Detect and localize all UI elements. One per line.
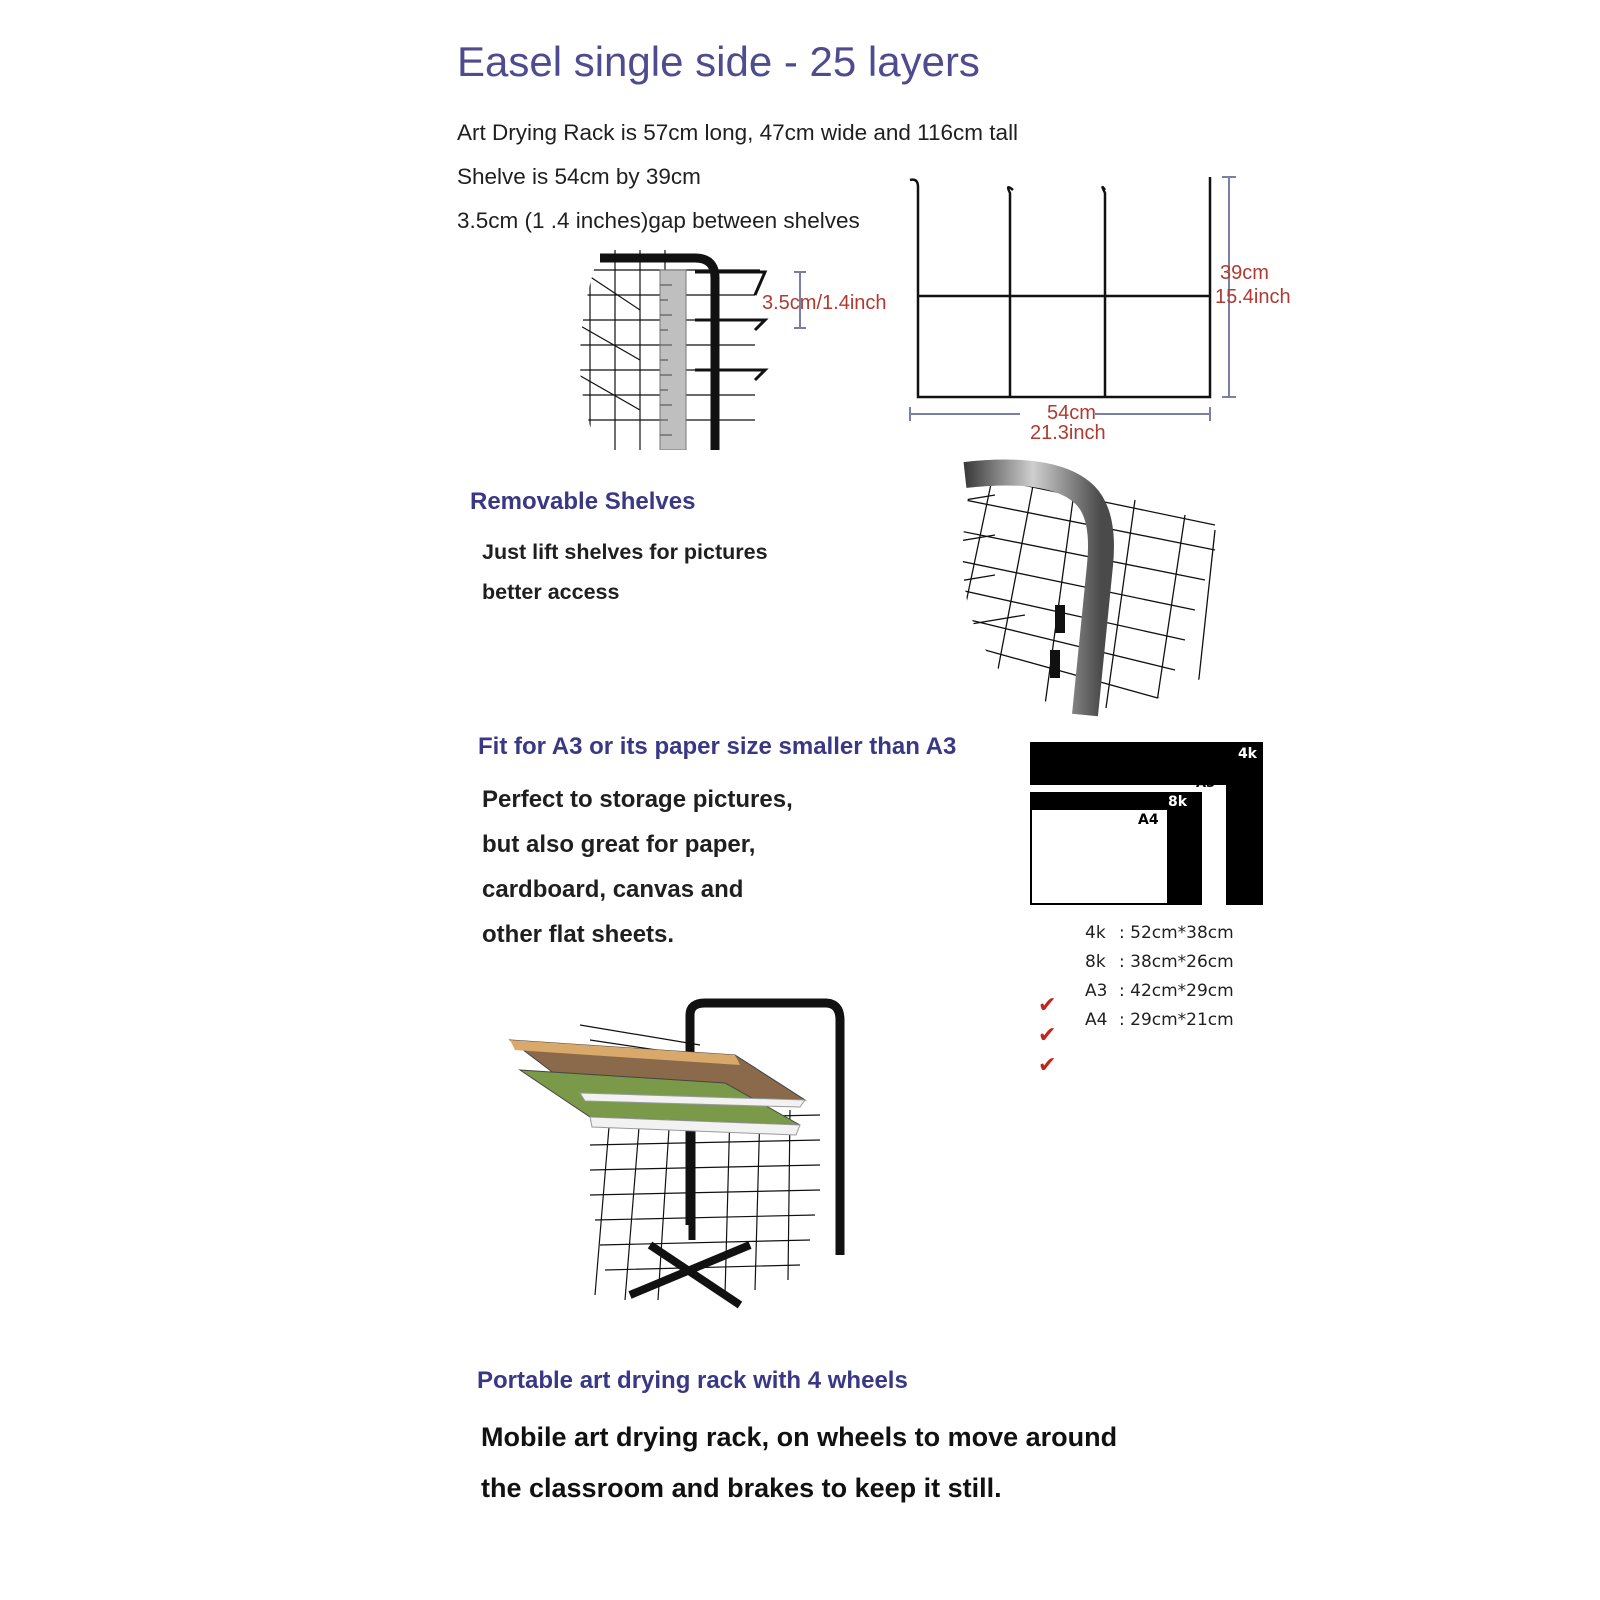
check-icon: ✔ bbox=[1038, 1052, 1057, 1077]
portable-line-1: Mobile art drying rack, on wheels to mov… bbox=[481, 1422, 1118, 1452]
size-row-a4: A4 : 29cm*21cm bbox=[1085, 1010, 1234, 1030]
size-dims: : 38cm*26cm bbox=[1119, 952, 1234, 972]
size-dims: : 42cm*29cm bbox=[1119, 981, 1234, 1001]
gap-label: 3.5cm/1.4inch bbox=[762, 292, 887, 314]
rack-closeup-photo bbox=[580, 250, 769, 450]
size-dims: : 29cm*21cm bbox=[1119, 1010, 1234, 1030]
gap-dimension-marker bbox=[794, 271, 806, 329]
spec-dimensions: Art Drying Rack is 57cm long, 47cm wide … bbox=[457, 120, 1019, 145]
removable-shelves-photo bbox=[962, 459, 1216, 717]
size-row-a3: A3 : 42cm*29cm bbox=[1085, 981, 1234, 1001]
check-icon: ✔ bbox=[1038, 992, 1057, 1017]
paper-a4 bbox=[1032, 810, 1167, 903]
paper-label-a4: A4 bbox=[1138, 812, 1159, 828]
portable-heading: Portable art drying rack with 4 wheels bbox=[477, 1367, 908, 1394]
size-row-4k: 4k : 52cm*38cm bbox=[1085, 923, 1234, 943]
removable-line-1: Just lift shelves for pictures bbox=[482, 540, 768, 564]
size-row-8k: 8k : 38cm*26cm bbox=[1085, 952, 1234, 972]
fit-line-2: but also great for paper, bbox=[482, 831, 756, 858]
paper-size-diagram: 4k A3 8k A4 bbox=[1030, 742, 1263, 905]
portable-line-2: the classroom and brakes to keep it stil… bbox=[481, 1473, 1002, 1503]
spec-gap: 3.5cm (1 .4 inches)gap between shelves bbox=[457, 208, 860, 233]
size-name: A3 bbox=[1085, 981, 1108, 1001]
fit-heading: Fit for A3 or its paper size smaller tha… bbox=[478, 733, 957, 760]
size-name: 4k bbox=[1085, 923, 1106, 943]
rack-with-canvases-photo bbox=[508, 998, 845, 1309]
paper-label-4k: 4k bbox=[1237, 746, 1257, 762]
size-name: A4 bbox=[1085, 1010, 1108, 1030]
removable-line-2: better access bbox=[482, 580, 620, 604]
spec-shelf-size: Shelve is 54cm by 39cm bbox=[457, 164, 701, 189]
paper-label-a3: A3 bbox=[1196, 776, 1216, 791]
check-icon: ✔ bbox=[1038, 1022, 1057, 1047]
fit-line-1: Perfect to storage pictures, bbox=[482, 786, 793, 813]
height-cm-label: 39cm bbox=[1220, 262, 1269, 284]
page-title: Easel single side - 25 layers bbox=[457, 38, 980, 85]
fit-line-3: cardboard, canvas and bbox=[482, 876, 744, 903]
fit-line-4: other flat sheets. bbox=[482, 921, 675, 948]
removable-heading: Removable Shelves bbox=[470, 488, 696, 515]
width-inch-label: 21.3inch bbox=[1030, 422, 1106, 444]
shelf-diagram bbox=[909, 176, 1236, 421]
width-cm-label: 54cm bbox=[1047, 402, 1096, 424]
size-name: 8k bbox=[1085, 952, 1106, 972]
size-dims: : 52cm*38cm bbox=[1119, 923, 1234, 943]
paper-label-8k: 8k bbox=[1168, 794, 1188, 810]
height-inch-label: 15.4inch bbox=[1215, 286, 1291, 308]
